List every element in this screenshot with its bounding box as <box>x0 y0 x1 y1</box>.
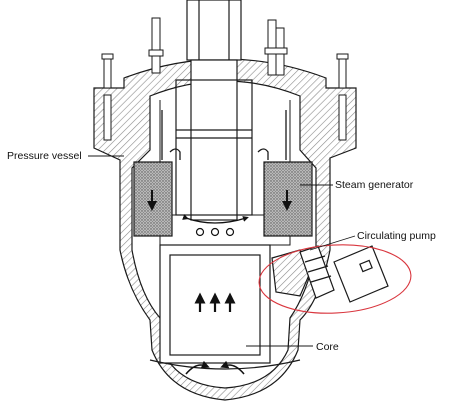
flange-bolts <box>101 53 349 141</box>
central-shaft <box>175 0 253 221</box>
top-nozzles <box>148 17 288 76</box>
circulating-pump-label: Circulating pump <box>357 230 436 242</box>
circulating-pump <box>271 245 389 303</box>
bottom-flow-arrows <box>185 360 245 375</box>
steam-generator-label: Steam generator <box>335 179 414 191</box>
steam-generator-left <box>133 161 173 237</box>
steam-pipes <box>161 110 287 160</box>
leader-lines <box>88 155 356 347</box>
pressure-vessel-label: Pressure vessel <box>7 150 82 162</box>
core-label: Core <box>316 341 339 353</box>
core-upflow-arrows <box>194 292 236 312</box>
pump-highlight-ellipse <box>258 244 412 314</box>
flow-baffle <box>182 214 249 237</box>
downflow-arrows <box>147 190 292 211</box>
